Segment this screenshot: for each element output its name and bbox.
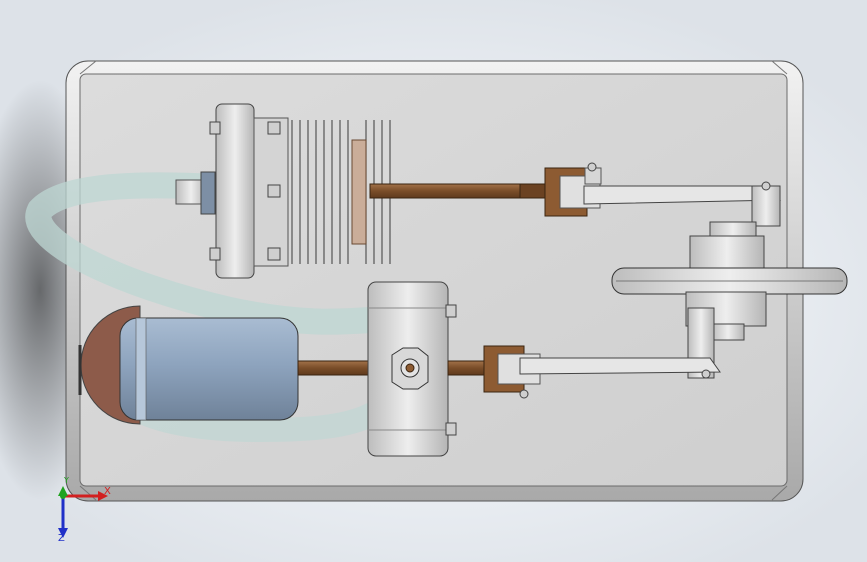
cold-cylinder-assembly[interactable]	[78, 305, 299, 425]
transparent-tube[interactable]	[25, 172, 383, 335]
axis-triad-icon	[58, 486, 108, 538]
hot-cylinder-assembly[interactable]	[175, 103, 391, 279]
lower-connecting-link[interactable]	[519, 357, 721, 375]
upper-rod-thread	[519, 183, 547, 199]
y-axis-label: Y	[64, 476, 69, 485]
lower-link-pin	[701, 369, 711, 379]
z-axis-label: Z	[58, 533, 65, 544]
x-axis-label: X	[104, 486, 111, 497]
upper-piston-rod[interactable]	[369, 183, 546, 199]
lower-clevis[interactable]	[483, 345, 541, 399]
upper-clevis[interactable]	[544, 162, 602, 217]
lower-rod-left[interactable]	[297, 360, 371, 376]
crankshaft-flywheel[interactable]	[611, 181, 848, 379]
lower-rod-right[interactable]	[447, 360, 489, 376]
crosshead-block[interactable]	[367, 281, 457, 457]
